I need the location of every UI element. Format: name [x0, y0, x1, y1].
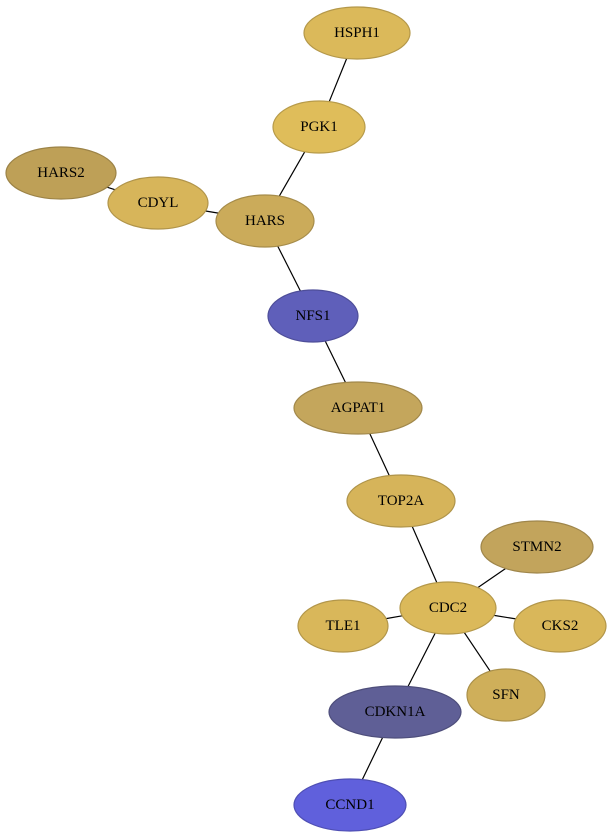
edge-layer	[106, 58, 516, 780]
edge-cdc2-sfn	[463, 632, 491, 672]
node-shape	[215, 194, 315, 248]
node-top2a[interactable]: TOP2A	[346, 474, 456, 528]
node-cdc2[interactable]: CDC2	[399, 581, 497, 635]
node-agpat1[interactable]: AGPAT1	[293, 381, 423, 435]
node-cdyl[interactable]: CDYL	[107, 176, 209, 230]
node-shape	[5, 146, 117, 200]
node-sfn[interactable]: SFN	[466, 668, 546, 722]
edge-agpat1-top2a	[369, 433, 390, 476]
node-nfs1[interactable]: NFS1	[267, 289, 359, 343]
node-label: CDC2	[429, 600, 467, 616]
node-shape	[272, 100, 366, 154]
edge-cdyl-hars	[205, 210, 219, 214]
node-label: CDYL	[138, 195, 179, 211]
edge-pgk1-hars	[278, 151, 306, 197]
edge-cdc2-cks2	[493, 614, 516, 620]
edge-cdkn1a-ccnd1	[361, 737, 384, 780]
node-label: STMN2	[512, 539, 561, 555]
node-shape	[267, 289, 359, 343]
node-shape	[466, 668, 546, 722]
node-stmn2[interactable]: STMN2	[480, 520, 594, 574]
edge-hars-nfs1	[277, 245, 301, 292]
node-label: CKS2	[542, 618, 579, 634]
edge-nfs1-agpat1	[324, 340, 347, 383]
node-label: TLE1	[326, 618, 361, 634]
node-shape	[297, 599, 389, 653]
edge-cdc2-tle1	[385, 615, 403, 620]
edge-top2a-cdc2	[411, 526, 438, 583]
edge-hsph1-pgk1	[328, 58, 348, 102]
edge-cdc2-stmn2	[477, 568, 506, 589]
node-shape	[107, 176, 209, 230]
node-ccnd1[interactable]: CCND1	[293, 778, 407, 832]
node-shape	[346, 474, 456, 528]
node-label: CDKN1A	[365, 704, 426, 720]
edge-hars2-cdyl	[106, 186, 116, 191]
node-label: PGK1	[300, 119, 338, 135]
node-label: HARS2	[37, 165, 85, 181]
node-tle1[interactable]: TLE1	[297, 599, 389, 653]
node-shape	[399, 581, 497, 635]
node-label: CCND1	[325, 797, 374, 813]
node-hars2[interactable]: HARS2	[5, 146, 117, 200]
node-shape	[480, 520, 594, 574]
node-hars[interactable]: HARS	[215, 194, 315, 248]
node-cdkn1a[interactable]: CDKN1A	[328, 685, 462, 739]
node-pgk1[interactable]: PGK1	[272, 100, 366, 154]
node-shape	[328, 685, 462, 739]
node-label: SFN	[492, 687, 520, 703]
edge-cdc2-cdkn1a	[407, 632, 436, 687]
node-label: AGPAT1	[331, 400, 385, 416]
node-shape	[303, 6, 411, 60]
node-label: HARS	[245, 213, 285, 229]
node-cks2[interactable]: CKS2	[513, 599, 607, 653]
node-shape	[293, 381, 423, 435]
node-label: HSPH1	[334, 25, 380, 41]
node-shape	[293, 778, 407, 832]
node-label: NFS1	[295, 308, 330, 324]
node-label: TOP2A	[378, 493, 425, 509]
node-shape	[513, 599, 607, 653]
node-hsph1[interactable]: HSPH1	[303, 6, 411, 60]
